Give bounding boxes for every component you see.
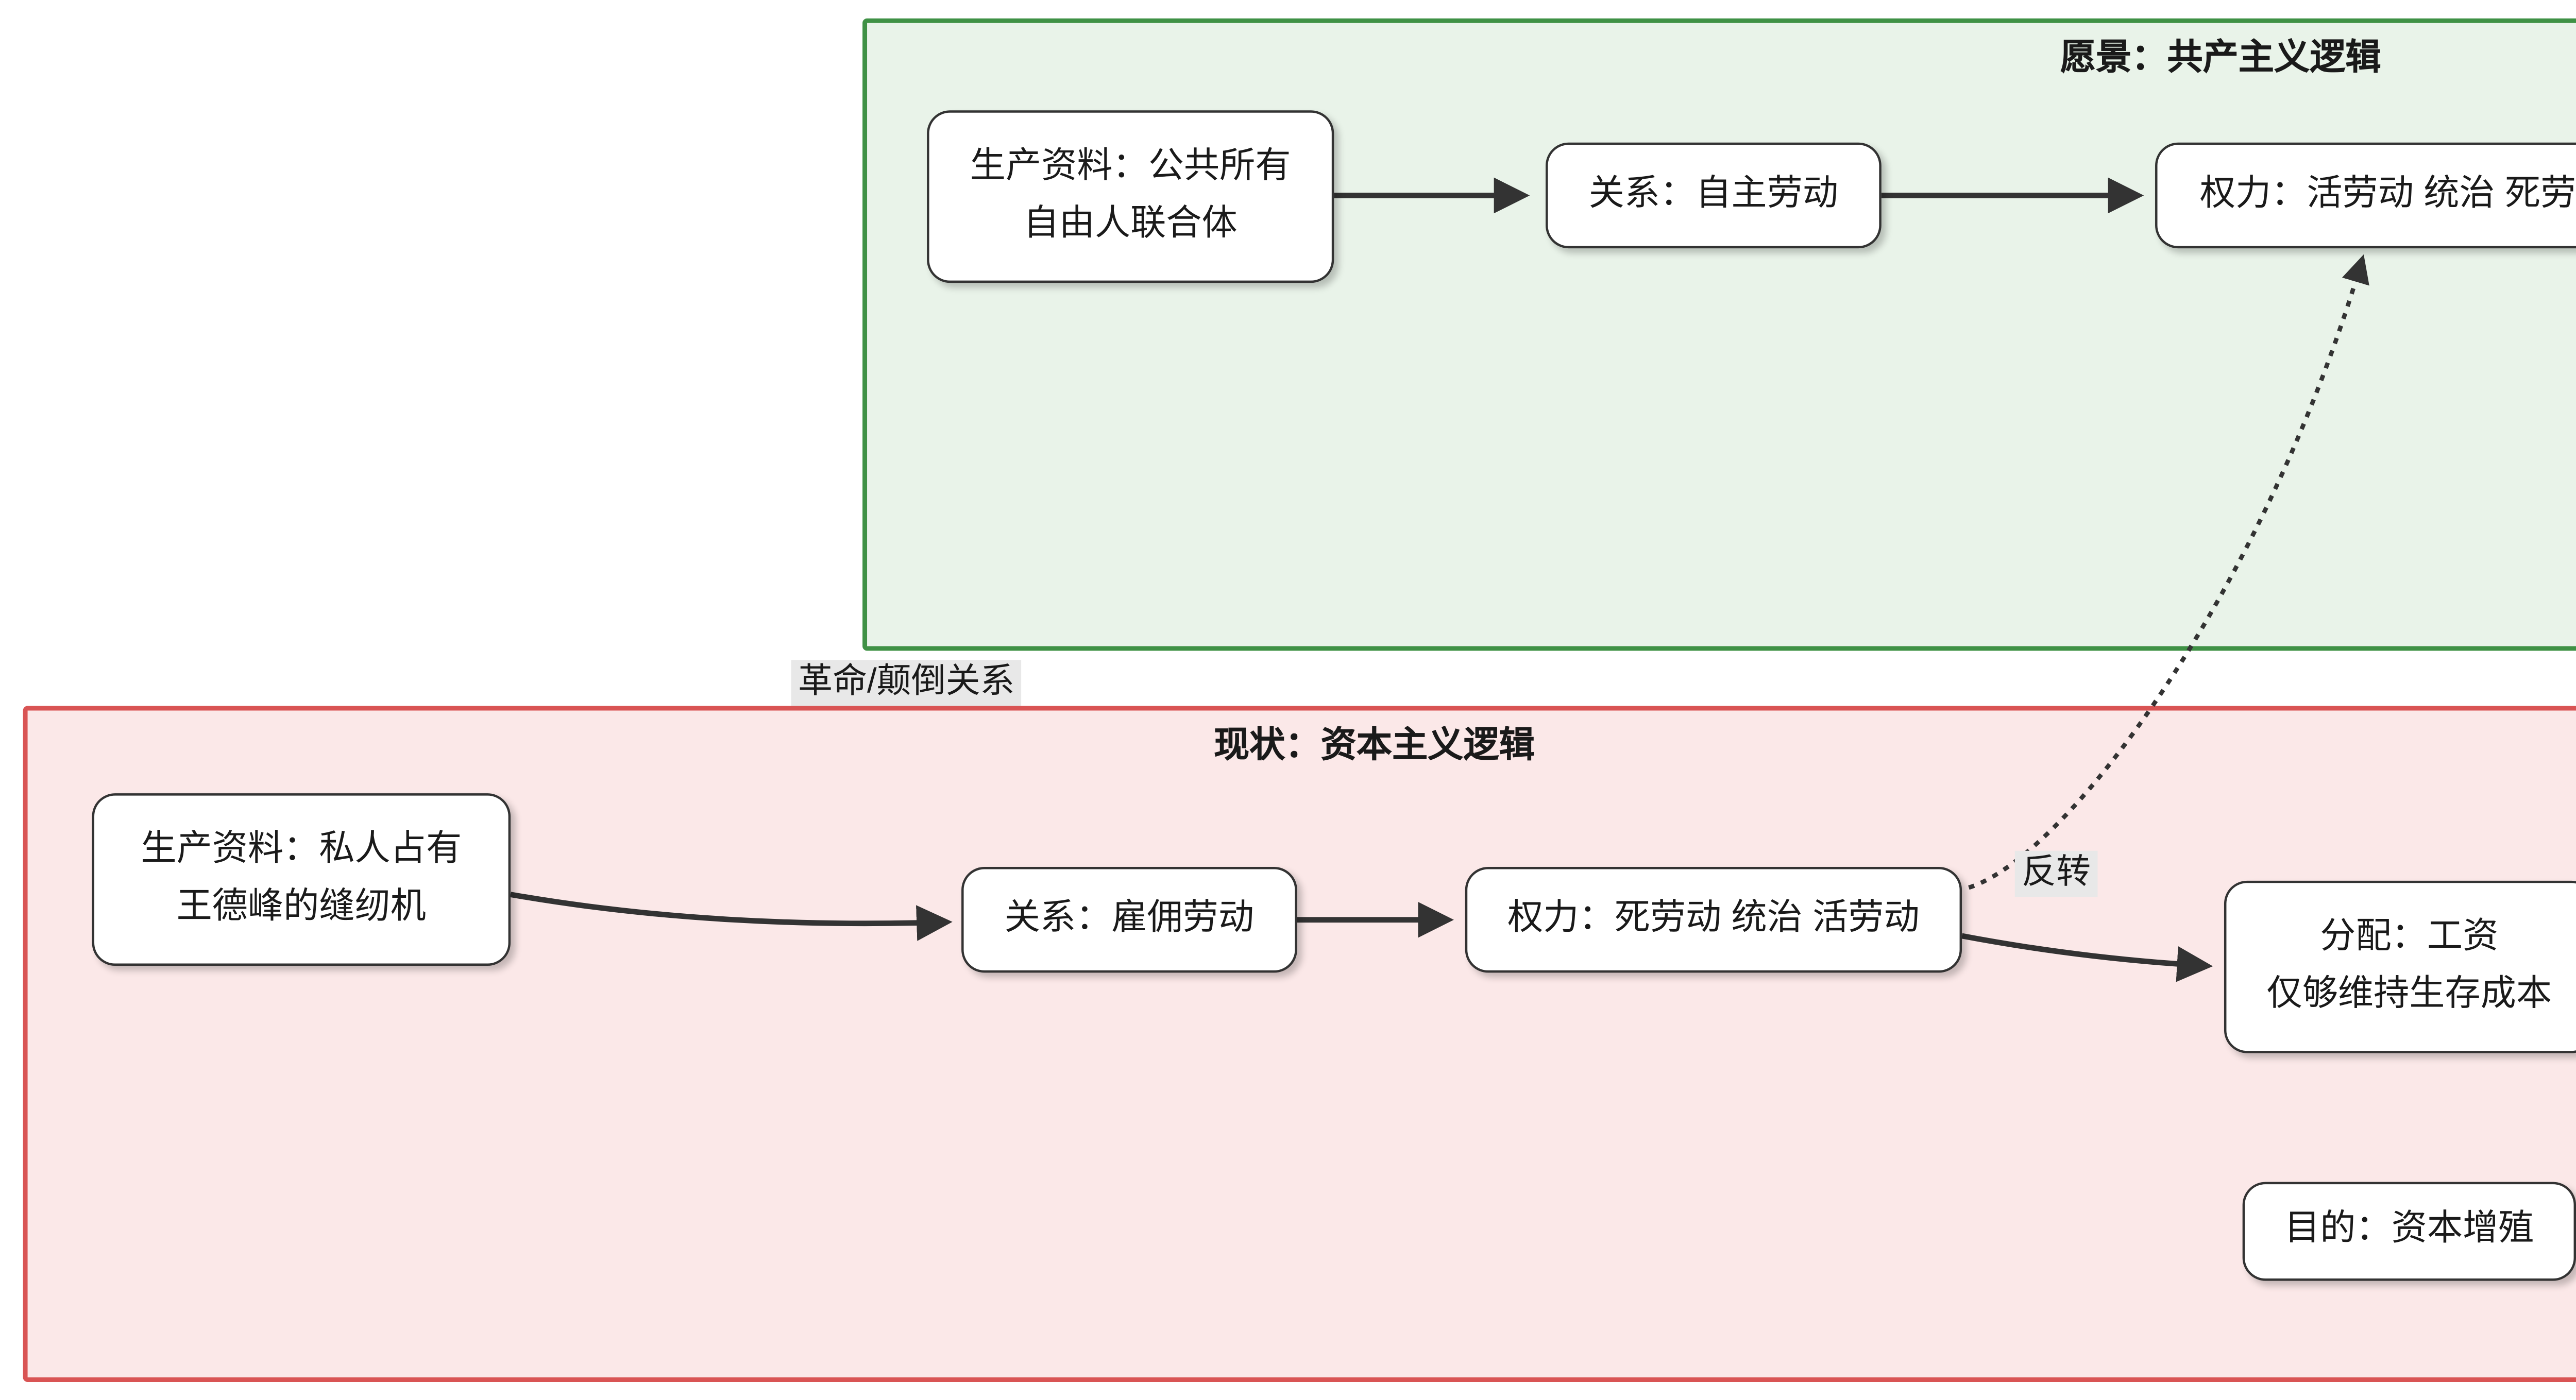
edge-reversal-power-to-power	[1968, 254, 2369, 890]
node-status-production-label: 生产资料：私人占有 王德峰的缝纫机	[141, 831, 462, 926]
node-vision-power: 权力：活劳动 统治 死劳动	[2155, 142, 2576, 249]
node-status-power-label: 权力：死劳动 统治 活劳动	[1507, 899, 1920, 938]
node-vision-power-label: 权力：活劳动 统治 死劳动	[2199, 175, 2576, 214]
subgraph-capitalism-title: 现状：资本主义逻辑	[1213, 726, 1535, 766]
node-vision-production: 生产资料：公共所有 自由人联合体	[927, 110, 1334, 283]
node-status-relation-label: 关系：雇佣劳动	[1004, 899, 1255, 938]
node-status-relation: 关系：雇佣劳动	[961, 867, 1297, 973]
node-vision-relation: 关系：自主劳动	[1546, 142, 1882, 249]
subgraph-capitalism: 现状：资本主义逻辑	[23, 706, 2576, 1382]
node-status-purpose-label: 目的：资本增殖	[2284, 1210, 2534, 1250]
node-status-distribution: 分配：工资 仅够维持生存成本	[2224, 880, 2576, 1053]
subgraph-communism-title: 愿景：共产主义逻辑	[2060, 39, 2381, 78]
edge-status-power-to-distribution	[1961, 933, 2213, 982]
node-vision-production-label: 生产资料：公共所有 自由人联合体	[970, 148, 1291, 243]
node-status-purpose: 目的：资本增殖	[2242, 1182, 2576, 1281]
edge-label-reversal: 反转	[2014, 850, 2098, 897]
edge-status-production-to-relation	[510, 892, 953, 941]
node-status-production: 生产资料：私人占有 王德峰的缝纫机	[92, 793, 511, 966]
edge-label-revolution: 革命/颠倒关系	[791, 660, 1022, 706]
node-status-distribution-label: 分配：工资 仅够维持生存成本	[2266, 918, 2552, 1013]
node-vision-relation-label: 关系：自主劳动	[1588, 175, 1839, 214]
node-status-power: 权力：死劳动 统治 活劳动	[1465, 867, 1962, 973]
